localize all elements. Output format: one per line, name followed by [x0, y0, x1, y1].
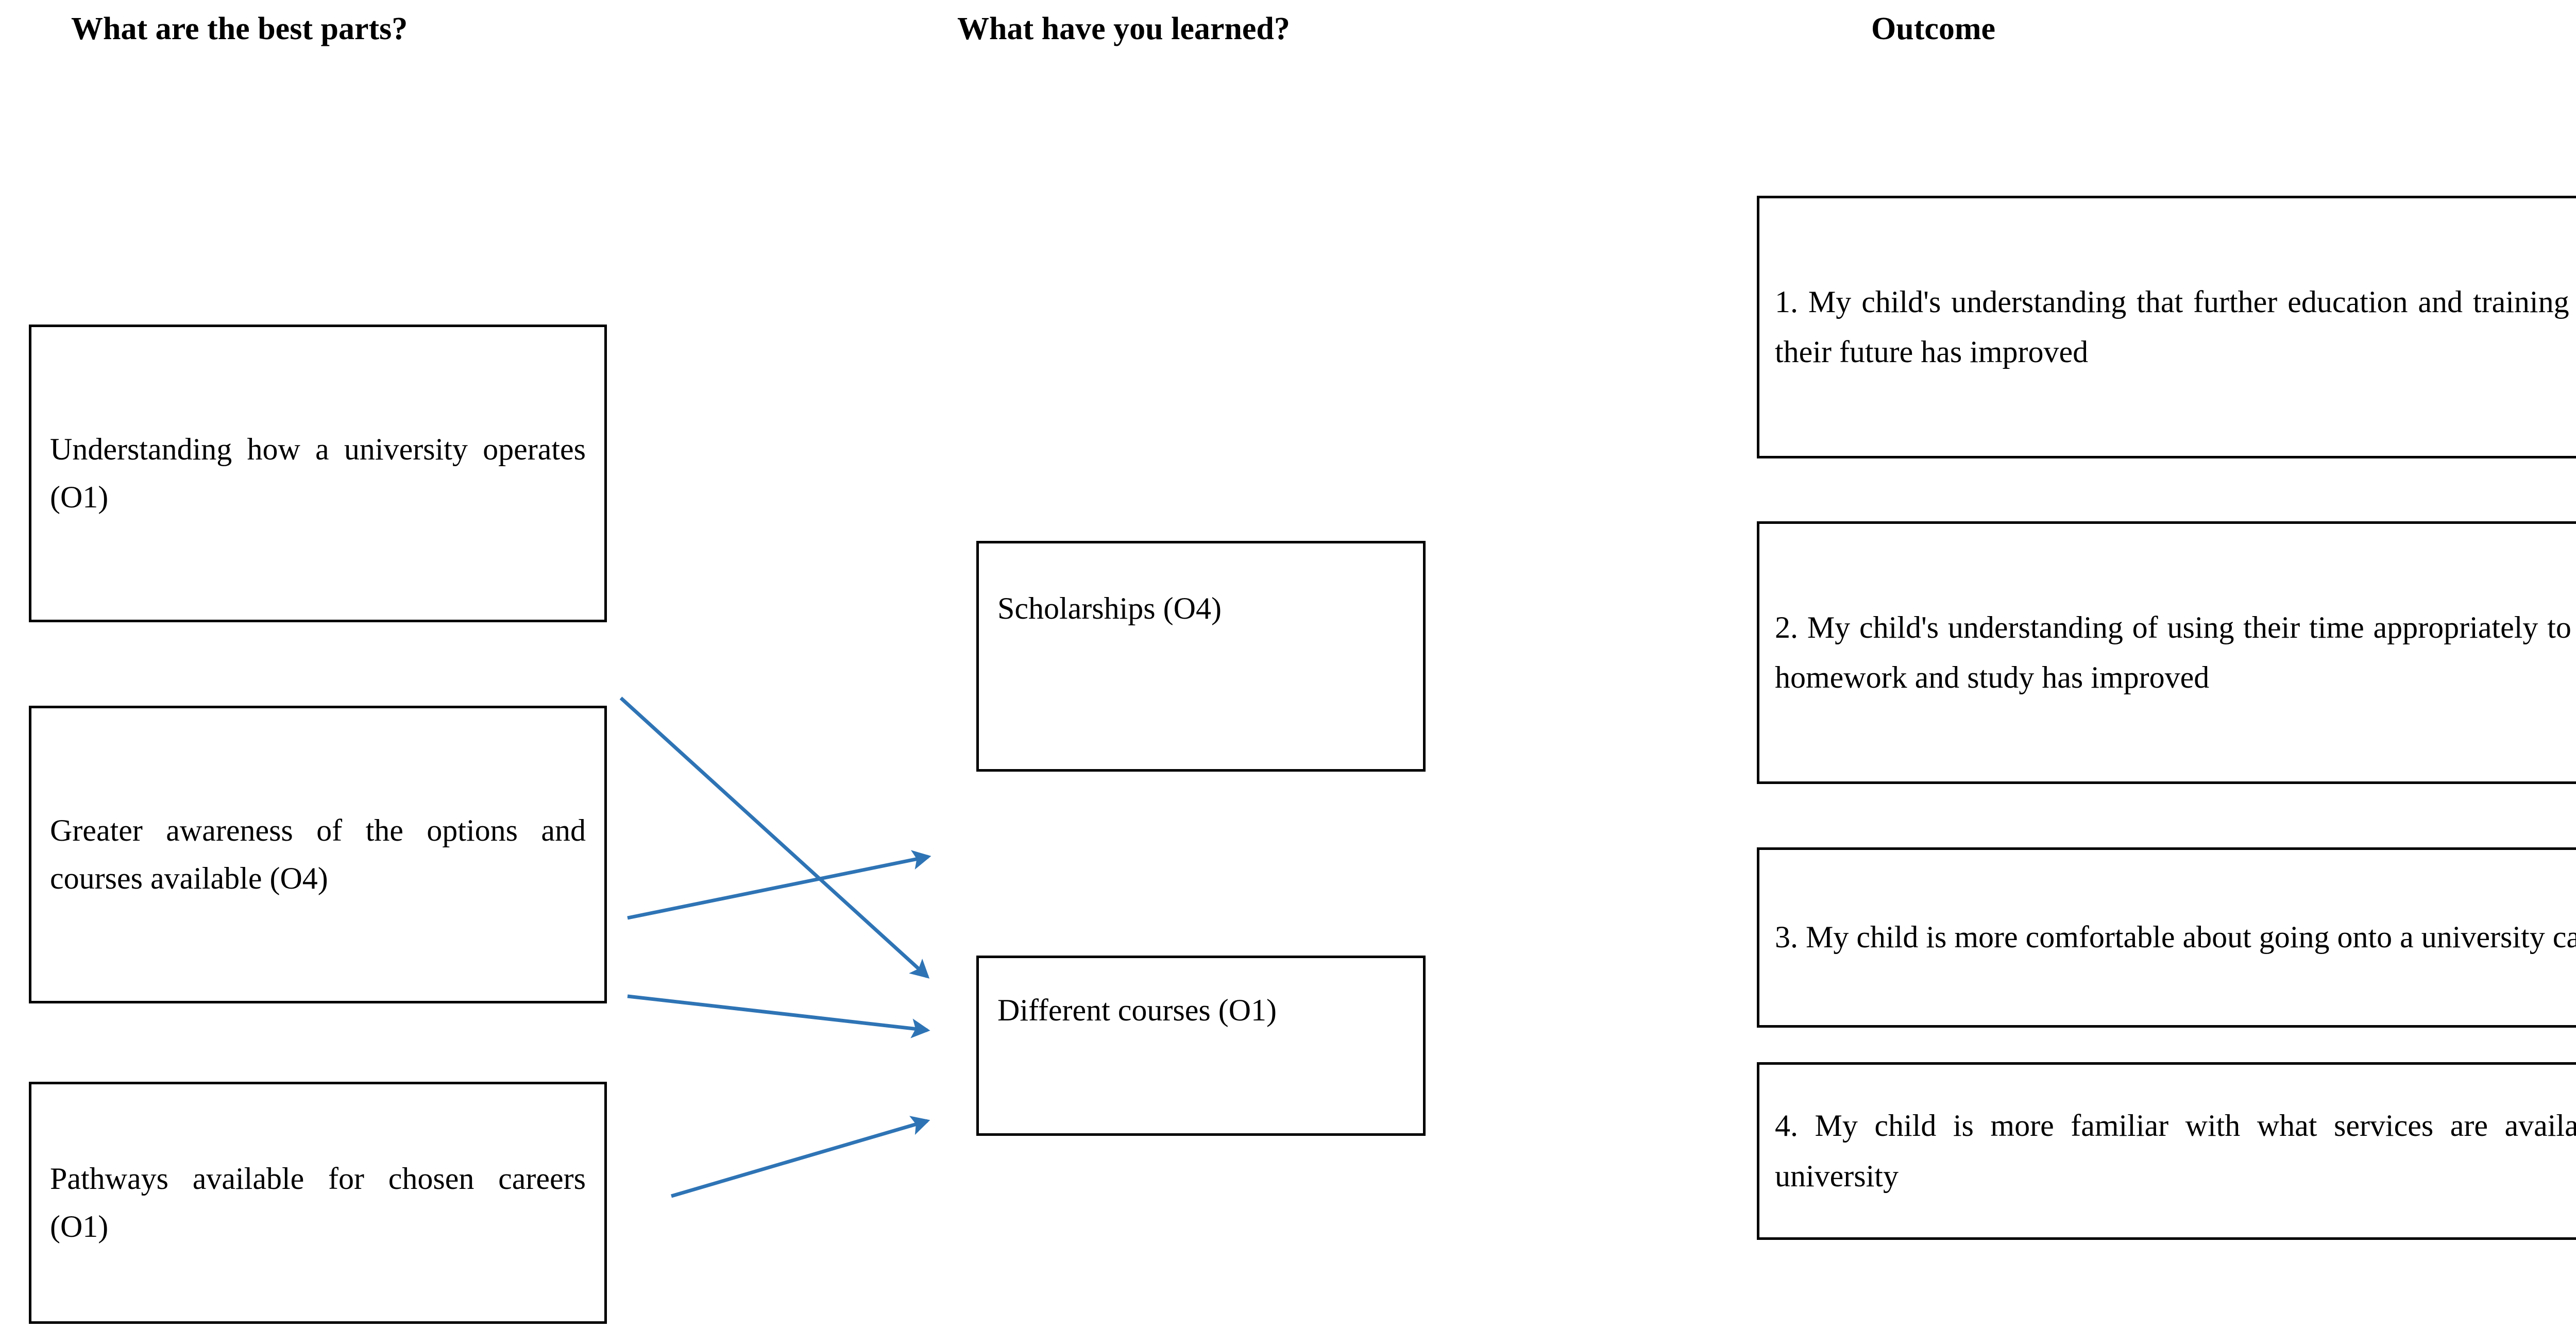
outcome-box-1[interactable]: 1. My child's understanding that further… — [1757, 196, 2576, 458]
learned-box-scholarships-label: Scholarships (O4) — [997, 591, 1222, 625]
outcome-box-4-label: 4. My child is more familiar with what s… — [1775, 1109, 2576, 1193]
best-parts-box-awareness-label: Greater awareness of the options and cou… — [50, 813, 586, 895]
outcome-box-3-label: 3. My child is more comfortable about go… — [1775, 920, 2576, 955]
best-parts-box-pathways[interactable]: Pathways available for chosen careers (O… — [29, 1082, 607, 1324]
learned-box-different-courses-label: Different courses (O1) — [997, 993, 1277, 1027]
learned-box-scholarships[interactable]: Scholarships (O4) — [976, 541, 1426, 772]
column-heading-outcome: Outcome — [1871, 11, 1996, 46]
best-parts-box-awareness[interactable]: Greater awareness of the options and cou… — [29, 706, 607, 1003]
best-parts-box-understanding[interactable]: Understanding how a university operates … — [29, 325, 607, 622]
outcome-box-2[interactable]: 2. My child's understanding of using the… — [1757, 521, 2576, 784]
connector-arrow-understanding-to-different-courses — [619, 696, 930, 979]
learned-box-different-courses[interactable]: Different courses (O1) — [976, 956, 1426, 1136]
best-parts-box-understanding-label: Understanding how a university operates … — [50, 432, 586, 514]
column-heading-best-parts: What are the best parts? — [71, 11, 408, 46]
outcome-box-1-label: 1. My child's understanding that further… — [1775, 284, 2576, 369]
column-heading-what-have-you-learned: What have you learned? — [957, 11, 1290, 46]
outcome-box-2-label: 2. My child's understanding of using the… — [1775, 610, 2576, 694]
outcome-box-3[interactable]: 3. My child is more comfortable about go… — [1757, 847, 2576, 1028]
connector-arrow-awareness-to-different-courses — [627, 994, 930, 1038]
outcome-box-4[interactable]: 4. My child is more familiar with what s… — [1757, 1062, 2576, 1240]
connector-arrow-awareness-to-scholarships — [627, 850, 931, 920]
connector-arrow-pathways-to-different-courses — [671, 1116, 930, 1198]
best-parts-box-pathways-label: Pathways available for chosen careers (O… — [50, 1162, 586, 1243]
